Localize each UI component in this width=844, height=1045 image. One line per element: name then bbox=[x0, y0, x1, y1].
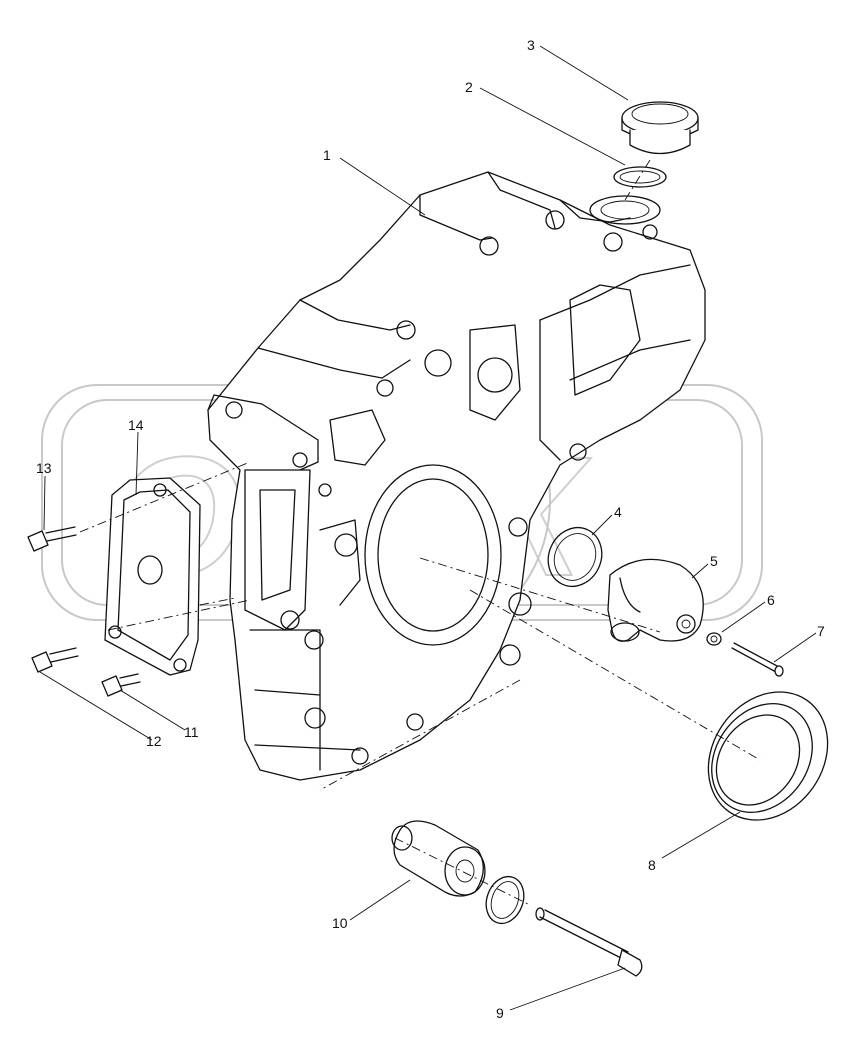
callout-labels: 1 2 3 4 5 6 7 8 9 10 11 12 13 14 bbox=[36, 37, 825, 1021]
o-ring-10 bbox=[485, 875, 525, 925]
bolt-11 bbox=[101, 673, 141, 697]
seal-ring-2 bbox=[613, 166, 667, 188]
callout-6: 6 bbox=[767, 592, 775, 608]
crankshaft-seal-8 bbox=[707, 691, 829, 821]
callout-9: 9 bbox=[496, 1005, 504, 1021]
callout-7: 7 bbox=[817, 623, 825, 639]
callout-12: 12 bbox=[146, 733, 162, 749]
callout-3: 3 bbox=[527, 37, 535, 53]
callout-8: 8 bbox=[648, 857, 656, 873]
callout-10: 10 bbox=[332, 915, 348, 931]
callout-14: 14 bbox=[128, 417, 144, 433]
assembly-lines bbox=[79, 159, 761, 906]
o-ring-4 bbox=[547, 527, 603, 587]
washer-6 bbox=[706, 632, 722, 646]
callout-1: 1 bbox=[323, 147, 331, 163]
bolt-12 bbox=[31, 647, 79, 673]
filler-port bbox=[589, 195, 661, 225]
timing-cover bbox=[207, 171, 706, 781]
callout-13: 13 bbox=[36, 460, 52, 476]
callout-2: 2 bbox=[465, 79, 473, 95]
bolt-7 bbox=[731, 642, 784, 677]
callout-4: 4 bbox=[614, 504, 622, 520]
bolt-13 bbox=[27, 526, 77, 552]
filler-cap-3 bbox=[621, 101, 699, 155]
callout-5: 5 bbox=[710, 553, 718, 569]
side-plate-14 bbox=[104, 477, 201, 676]
screw-9 bbox=[535, 907, 643, 977]
idler-spindle-10 bbox=[391, 820, 486, 897]
callout-11: 11 bbox=[184, 724, 199, 740]
elbow-fitting-5 bbox=[607, 558, 704, 642]
leader-lines bbox=[39, 45, 817, 1011]
